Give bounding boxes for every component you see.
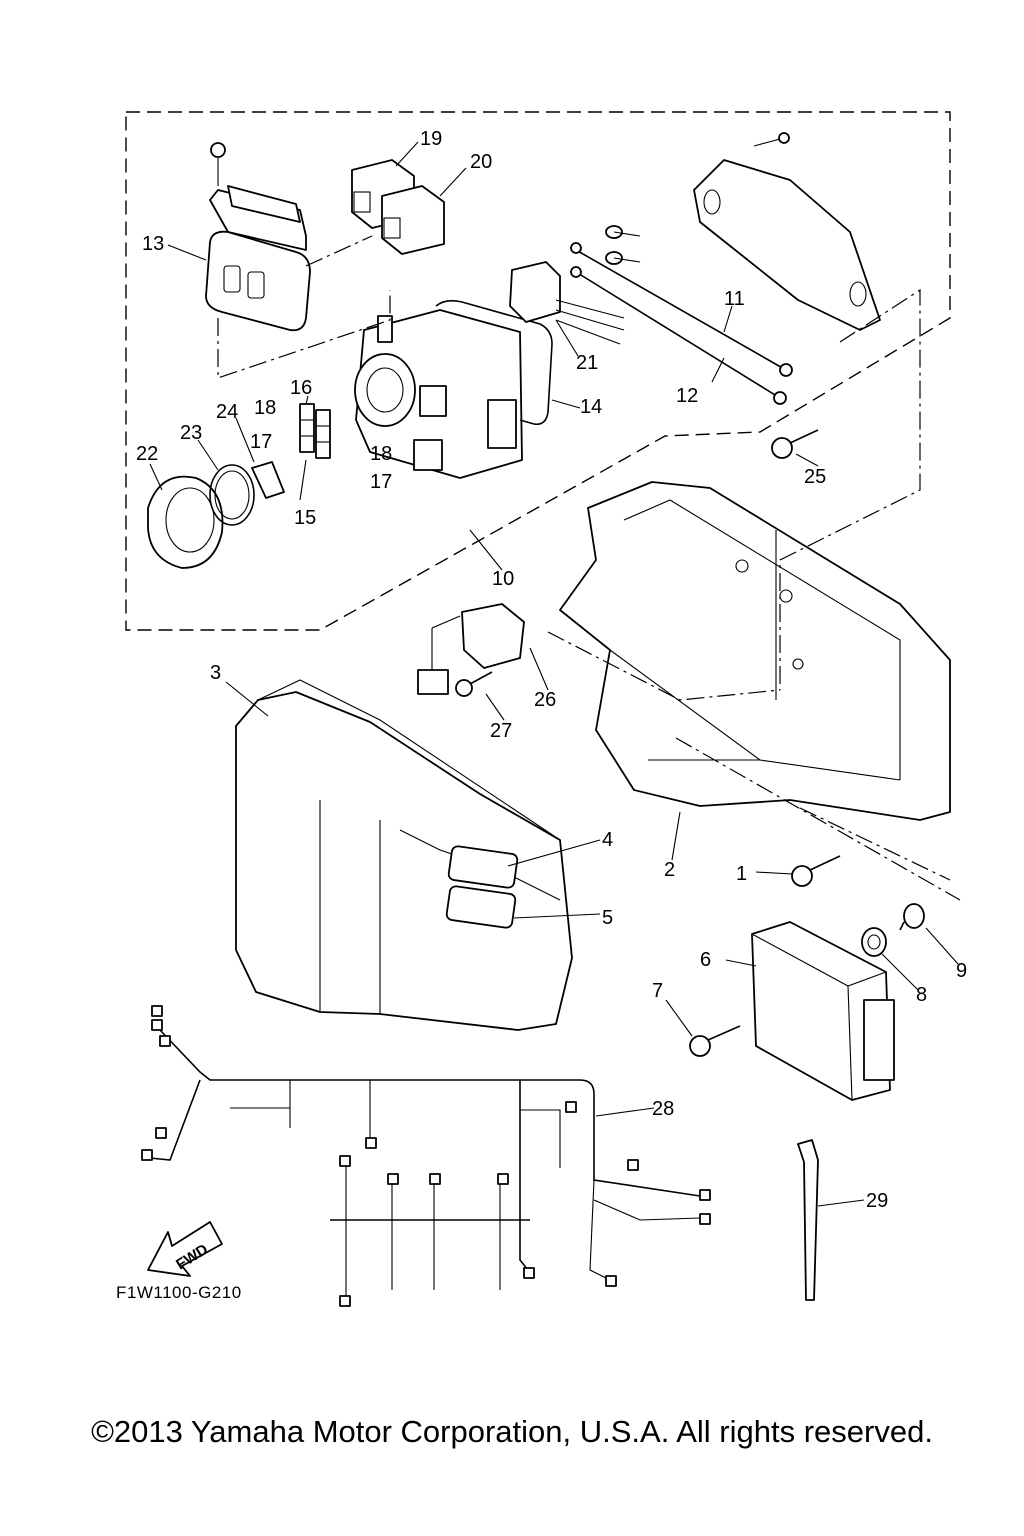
part-23-ring <box>209 464 255 526</box>
callout-12: 12 <box>676 385 698 407</box>
copyright-notice: ©2013 Yamaha Motor Corporation, U.S.A. A… <box>91 1414 933 1449</box>
part-21-sensor <box>509 261 625 345</box>
callout-9: 9 <box>956 960 967 982</box>
part-29-cable-tie <box>797 1139 819 1301</box>
callout-3: 3 <box>210 662 221 684</box>
part-5-label <box>445 885 517 929</box>
part-14-gasket <box>435 299 553 426</box>
part-20-relay <box>381 185 445 255</box>
callout-18-right: 18 <box>370 443 392 465</box>
part-26-sensor <box>417 603 525 695</box>
assembly-boundary-10 <box>125 111 951 631</box>
callout-26: 26 <box>534 689 556 711</box>
callout-20: 20 <box>470 151 492 173</box>
mounting-plate <box>693 132 881 331</box>
part-24-clip <box>251 461 285 499</box>
part-25-bolt <box>771 429 819 459</box>
callout-17-left: 17 <box>250 431 272 453</box>
callout-1: 1 <box>736 863 747 885</box>
throttle-body <box>354 309 523 479</box>
callout-22: 22 <box>136 443 158 465</box>
callout-10: 10 <box>492 568 514 590</box>
callout-7: 7 <box>652 980 663 1002</box>
part-8-grommet <box>861 927 887 957</box>
part-2-box <box>559 481 951 821</box>
callout-28: 28 <box>652 1098 674 1120</box>
part-13-cover <box>205 142 311 332</box>
callout-18-left: 18 <box>254 397 276 419</box>
part-9-collar <box>899 903 925 931</box>
callout-11: 11 <box>724 288 745 310</box>
callout-27: 27 <box>490 720 512 742</box>
fwd-arrow-icon: FWD <box>147 1221 223 1277</box>
callout-21: 21 <box>576 352 598 374</box>
callout-13: 13 <box>142 233 164 255</box>
callout-5: 5 <box>602 907 613 929</box>
part-1-bolt <box>791 855 841 887</box>
callout-24: 24 <box>216 401 238 423</box>
part-7-bolt <box>689 1025 741 1057</box>
part-22-cap <box>147 475 224 569</box>
part-28-harness <box>141 1005 711 1307</box>
callout-6: 6 <box>700 949 711 971</box>
parts-15-18-couplers <box>299 403 331 459</box>
callout-29: 29 <box>866 1190 888 1212</box>
callout-15: 15 <box>294 507 316 529</box>
callout-14: 14 <box>580 396 602 418</box>
callout-17-right: 17 <box>370 471 392 493</box>
part-4-label <box>447 845 519 889</box>
part-11-cable <box>570 242 793 377</box>
callout-4: 4 <box>602 829 613 851</box>
callout-8: 8 <box>916 984 927 1006</box>
fittings <box>605 225 641 265</box>
callout-25: 25 <box>804 466 826 488</box>
part-6-ecu <box>751 921 895 1101</box>
leader-lines <box>149 141 959 1207</box>
part-12-cable <box>570 266 787 405</box>
part-3-cover <box>235 679 573 1031</box>
drawing-code: F1W1100-G210 <box>116 1283 242 1302</box>
part-27-bolt <box>455 671 493 697</box>
callouts: 19 20 13 11 21 12 14 16 24 18 23 17 18 2… <box>136 128 967 1212</box>
callout-2: 2 <box>664 859 675 881</box>
callout-19: 19 <box>420 128 442 150</box>
callout-16: 16 <box>290 377 312 399</box>
callout-23: 23 <box>180 422 202 444</box>
reference-lines <box>217 235 961 901</box>
